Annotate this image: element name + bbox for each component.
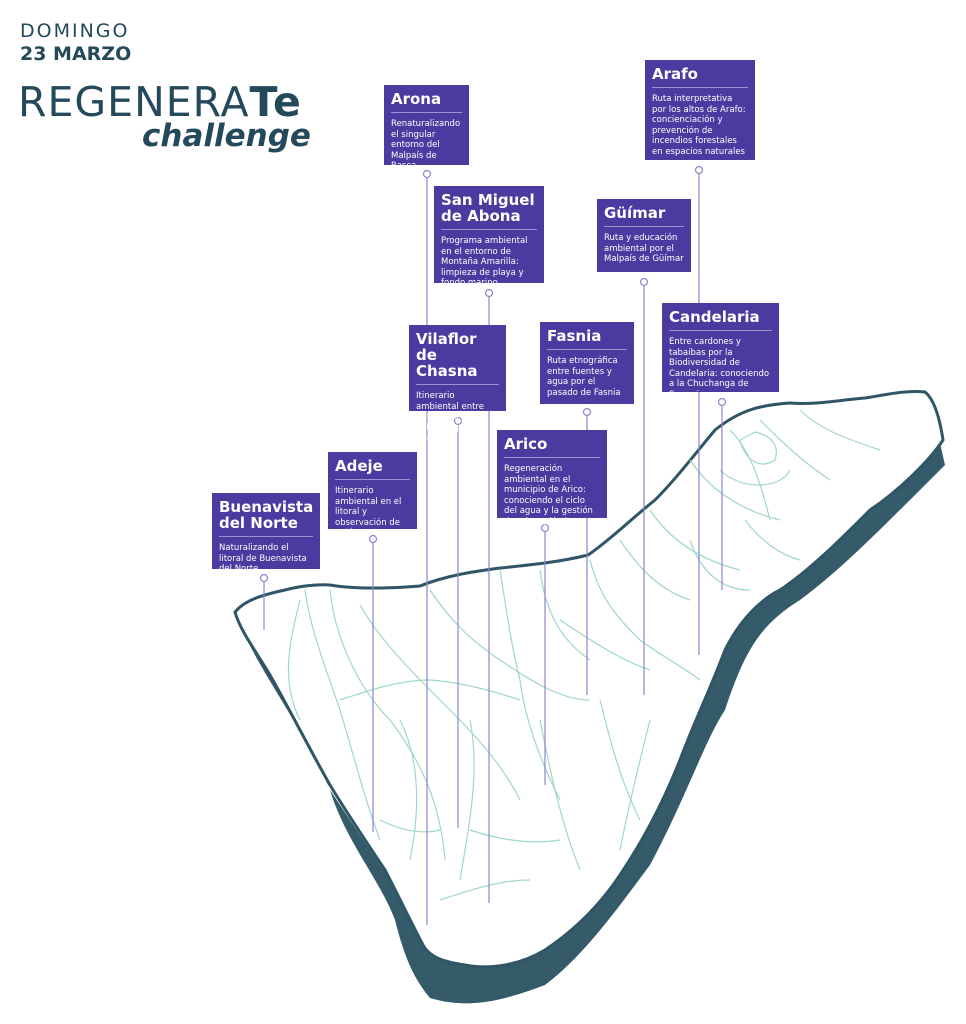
card-description: Entre cardones y tabaibas por la Biodive… (669, 337, 770, 400)
pin-marker-vilaflor (453, 416, 463, 426)
card-vilaflor[interactable]: Vilaflor de Chasna Itinerario ambiental … (409, 325, 506, 443)
card-title: Buenavista del Norte (219, 499, 313, 537)
pin-marker-buenavista (259, 573, 269, 583)
card-description: Ruta y educación ambiental por el Malpaí… (604, 233, 684, 264)
card-description: Itinerario ambiental entre barrancos y v… (416, 391, 484, 443)
pin-group (259, 165, 727, 925)
card-title: San Miguel de Abona (441, 192, 537, 230)
card-title: Arico (504, 436, 600, 458)
card-title: Candelaria (669, 309, 772, 331)
card-description: Naturalizando el litoral de Buenavista d… (219, 543, 307, 574)
pin-marker-arafo (694, 165, 704, 175)
regenerate-logo: REGENERATe (18, 78, 302, 126)
card-description: Programa ambiental en el entorno de Mont… (441, 236, 528, 288)
logo-regular: REGENERA (18, 78, 250, 126)
island-body (233, 390, 945, 969)
pin-marker-fasnia (582, 407, 592, 417)
pin-marker-arico (540, 523, 550, 533)
event-date: 23 MARZO (20, 43, 132, 65)
card-arafo[interactable]: Arafo Ruta interpretativa por los altos … (645, 60, 755, 160)
card-guimar[interactable]: Güímar Ruta y educación ambiental por el… (597, 199, 691, 272)
card-title: Arafo (652, 66, 748, 88)
card-buenavista[interactable]: Buenavista del Norte Naturalizando el li… (212, 493, 320, 574)
card-title: Fasnia (547, 328, 627, 350)
card-arico[interactable]: Arico Regeneración ambiental en el munic… (497, 430, 607, 527)
card-fasnia[interactable]: Fasnia Ruta etnográfica entre fuentes y … (540, 322, 634, 404)
pin-marker-arona (422, 169, 432, 179)
pin-marker-adeje (368, 534, 378, 544)
card-title: Arona (391, 91, 462, 113)
pin-marker-candelaria (717, 397, 727, 407)
card-description: Ruta etnográfica entre fuentes y agua po… (547, 356, 621, 398)
card-description: Renaturalizando el singular entorno del … (391, 119, 461, 171)
road-network (287, 409, 881, 901)
card-description: Itinerario ambiental en el litoral y obs… (335, 486, 402, 549)
card-title: Adeje (335, 458, 410, 480)
logo-tagline: challenge (142, 118, 311, 154)
card-title: Vilaflor de Chasna (416, 331, 499, 385)
card-arona[interactable]: Arona Renaturalizando el singular entorn… (384, 85, 469, 171)
card-san-miguel[interactable]: San Miguel de Abona Programa ambiental e… (434, 186, 544, 288)
card-description: Ruta interpretativa por los altos de Ara… (652, 94, 746, 157)
card-title: Güímar (604, 205, 684, 227)
event-day: DOMINGO (20, 20, 130, 42)
pin-marker-guimar (639, 277, 649, 287)
pin-marker-san-miguel (484, 288, 494, 298)
logo-bold: Te (249, 78, 302, 126)
card-adeje[interactable]: Adeje Itinerario ambiental en el litoral… (328, 452, 417, 549)
card-description: Regeneración ambiental en el municipio d… (504, 464, 593, 527)
card-candelaria[interactable]: Candelaria Entre cardones y tabaibas por… (662, 303, 779, 400)
